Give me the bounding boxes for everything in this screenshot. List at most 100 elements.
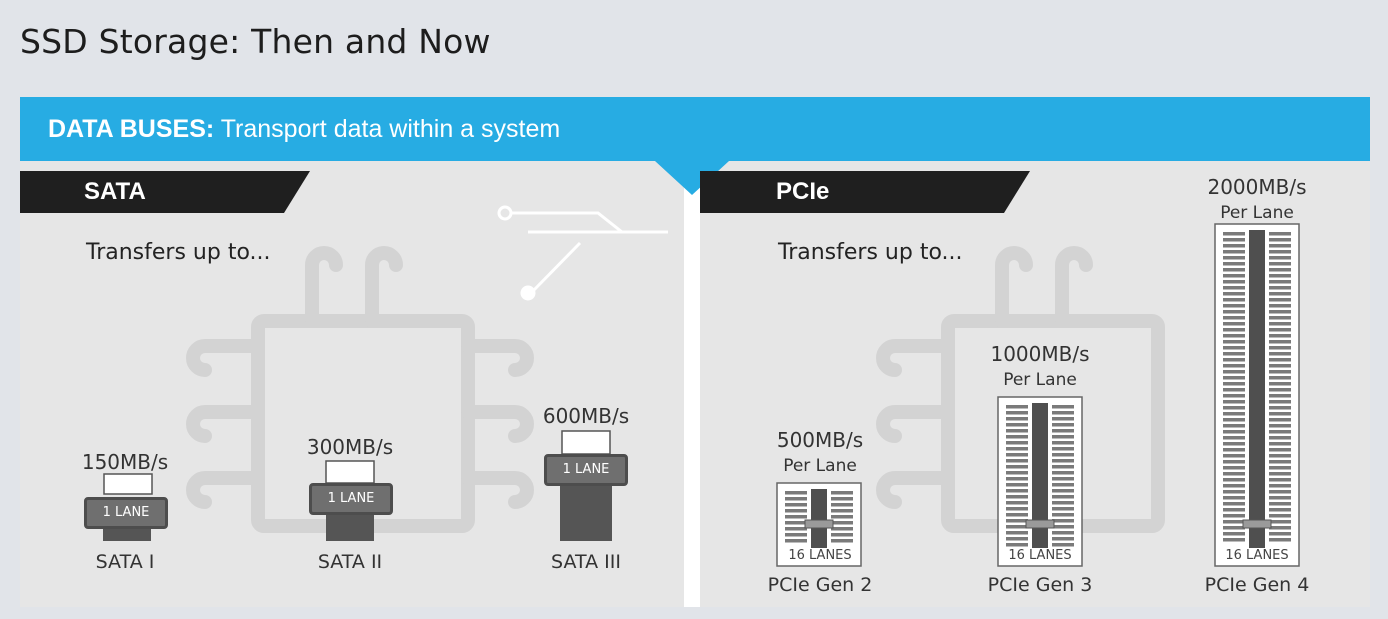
pcie-gen4-pin-left xyxy=(1223,424,1245,428)
pcie-gen4-pin-right xyxy=(1269,466,1291,470)
pcie-gen4-pin-left xyxy=(1223,256,1245,260)
pcie-gen4-pin-right xyxy=(1269,370,1291,374)
pcie-gen4-pin-right xyxy=(1269,406,1291,410)
pcie-gen4-pin-left xyxy=(1223,484,1245,488)
pcie-gen3-pin-left xyxy=(1006,435,1028,439)
pcie-gen4-pin-right xyxy=(1269,442,1291,446)
pcie-gen2-speed: 500MB/s xyxy=(776,428,864,452)
sata-1-connector xyxy=(103,473,153,541)
pcie-gen2-pin-left xyxy=(785,497,807,501)
pcie-gen3-pin-right xyxy=(1052,537,1074,541)
pcie-gen3-speed: 1000MB/s xyxy=(990,342,1090,366)
pcie-gen4-pin-right xyxy=(1269,364,1291,368)
pcie-gen3-slot-bar xyxy=(1032,403,1048,548)
pcie-gen2-pin-left xyxy=(785,509,807,513)
data-buses-banner: DATA BUSES: Transport data within a syst… xyxy=(20,97,1370,161)
pcie-gen4-pin-right xyxy=(1269,382,1291,386)
pcie-gen2-pin-left xyxy=(785,503,807,507)
pcie-gen4-pin-left xyxy=(1223,496,1245,500)
pcie-gen4-pin-left xyxy=(1223,478,1245,482)
pcie-gen2-pin-right xyxy=(831,533,853,537)
pcie-gen2-pin-right xyxy=(831,503,853,507)
pcie-gen3-pin-left xyxy=(1006,405,1028,409)
sata-tab-label: SATA xyxy=(84,178,146,205)
pcie-gen4-pin-right xyxy=(1269,496,1291,500)
pcie-gen4-pin-right xyxy=(1269,334,1291,338)
panel-divider xyxy=(684,161,700,607)
sata-1-lane-tag: 1 LANE xyxy=(84,497,168,529)
pcie-gen2-pin-left xyxy=(785,515,807,519)
pcie-gen4-pin-left xyxy=(1223,232,1245,236)
pcie-gen3-pin-right xyxy=(1052,411,1074,415)
pcie-gen4-pin-left xyxy=(1223,292,1245,296)
pcie-gen4-pin-left xyxy=(1223,238,1245,242)
pcie-gen4-pin-right xyxy=(1269,508,1291,512)
pcie-gen4-pin-left xyxy=(1223,502,1245,506)
pcie-gen4-pin-right xyxy=(1269,430,1291,434)
pcie-gen4-pin-left xyxy=(1223,490,1245,494)
circuit-lines xyxy=(497,205,668,301)
pcie-gen4-pin-left xyxy=(1223,346,1245,350)
pcie-gen4-pin-right xyxy=(1269,418,1291,422)
pcie-gen4-slot-key xyxy=(1242,519,1272,529)
pcie-gen4-pin-left xyxy=(1223,310,1245,314)
pcie-gen3-pin-right xyxy=(1052,441,1074,445)
pcie-gen3-pin-right xyxy=(1052,531,1074,535)
pcie-gen4-pin-left xyxy=(1223,460,1245,464)
pcie-gen4-pin-left xyxy=(1223,412,1245,416)
pcie-gen3-pin-right xyxy=(1052,477,1074,481)
pcie-gen4-pin-left xyxy=(1223,472,1245,476)
pcie-gen2-pin-right xyxy=(831,497,853,501)
sata-1-name: SATA I xyxy=(95,551,155,573)
pcie-gen4-pin-left xyxy=(1223,274,1245,278)
pcie-gen4-pin-left xyxy=(1223,508,1245,512)
pcie-gen3-pin-right xyxy=(1052,405,1074,409)
pcie-gen4-pin-right xyxy=(1269,250,1291,254)
pcie-gen4-pin-left xyxy=(1223,358,1245,362)
pcie-gen4-pin-right xyxy=(1269,460,1291,464)
pcie-gen4-pin-right xyxy=(1269,412,1291,416)
pcie-gen4-pin-right xyxy=(1269,532,1291,536)
pcie-gen3-pin-right xyxy=(1052,459,1074,463)
pcie-gen4-pin-right xyxy=(1269,484,1291,488)
pcie-gen3-pin-left xyxy=(1006,477,1028,481)
pcie-gen3-pin-left xyxy=(1006,417,1028,421)
pcie-gen4-pin-right xyxy=(1269,316,1291,320)
pcie-gen4-pin-right xyxy=(1269,280,1291,284)
pcie-gen4-pin-left xyxy=(1223,430,1245,434)
pcie-gen4-pin-right xyxy=(1269,526,1291,530)
pcie-gen4-pin-left xyxy=(1223,250,1245,254)
pcie-gen3-pin-left xyxy=(1006,513,1028,517)
pcie-gen4-pin-right xyxy=(1269,340,1291,344)
pcie-gen4-pin-right xyxy=(1269,304,1291,308)
pcie-gen4-pin-left xyxy=(1223,334,1245,338)
sata-1-speed: 150MB/s xyxy=(81,450,169,474)
pcie-gen2-pin-right xyxy=(831,509,853,513)
pcie-gen4-pin-right xyxy=(1269,472,1291,476)
pcie-gen3-pin-right xyxy=(1052,525,1074,529)
pcie-gen3-pin-right xyxy=(1052,543,1074,547)
pcie-gen3-pin-left xyxy=(1006,501,1028,505)
pcie-gen4-pin-right xyxy=(1269,286,1291,290)
pcie-gen4-pin-left xyxy=(1223,286,1245,290)
pcie-gen4-pin-right xyxy=(1269,322,1291,326)
pcie-gen2-pin-left xyxy=(785,539,807,543)
pcie-gen4-pin-left xyxy=(1223,280,1245,284)
sata-3-name: SATA III xyxy=(551,551,621,573)
pcie-gen3-pin-left xyxy=(1006,537,1028,541)
pcie-gen4-pin-right xyxy=(1269,436,1291,440)
pcie-gen3-pin-right xyxy=(1052,519,1074,523)
pcie-gen4-pin-left xyxy=(1223,322,1245,326)
pcie-gen3-pin-left xyxy=(1006,471,1028,475)
pcie-gen4-speed: 2000MB/s xyxy=(1207,175,1307,199)
pcie-gen4-pin-left xyxy=(1223,364,1245,368)
pcie-gen4-pin-left xyxy=(1223,514,1245,518)
pcie-gen4-pin-right xyxy=(1269,256,1291,260)
pcie-gen3-pin-right xyxy=(1052,489,1074,493)
pcie-gen2-name: PCIe Gen 2 xyxy=(767,574,873,596)
pcie-gen4-pin-right xyxy=(1269,376,1291,380)
pcie-gen4-pin-left xyxy=(1223,340,1245,344)
pcie-gen3-slot-key xyxy=(1025,519,1055,529)
